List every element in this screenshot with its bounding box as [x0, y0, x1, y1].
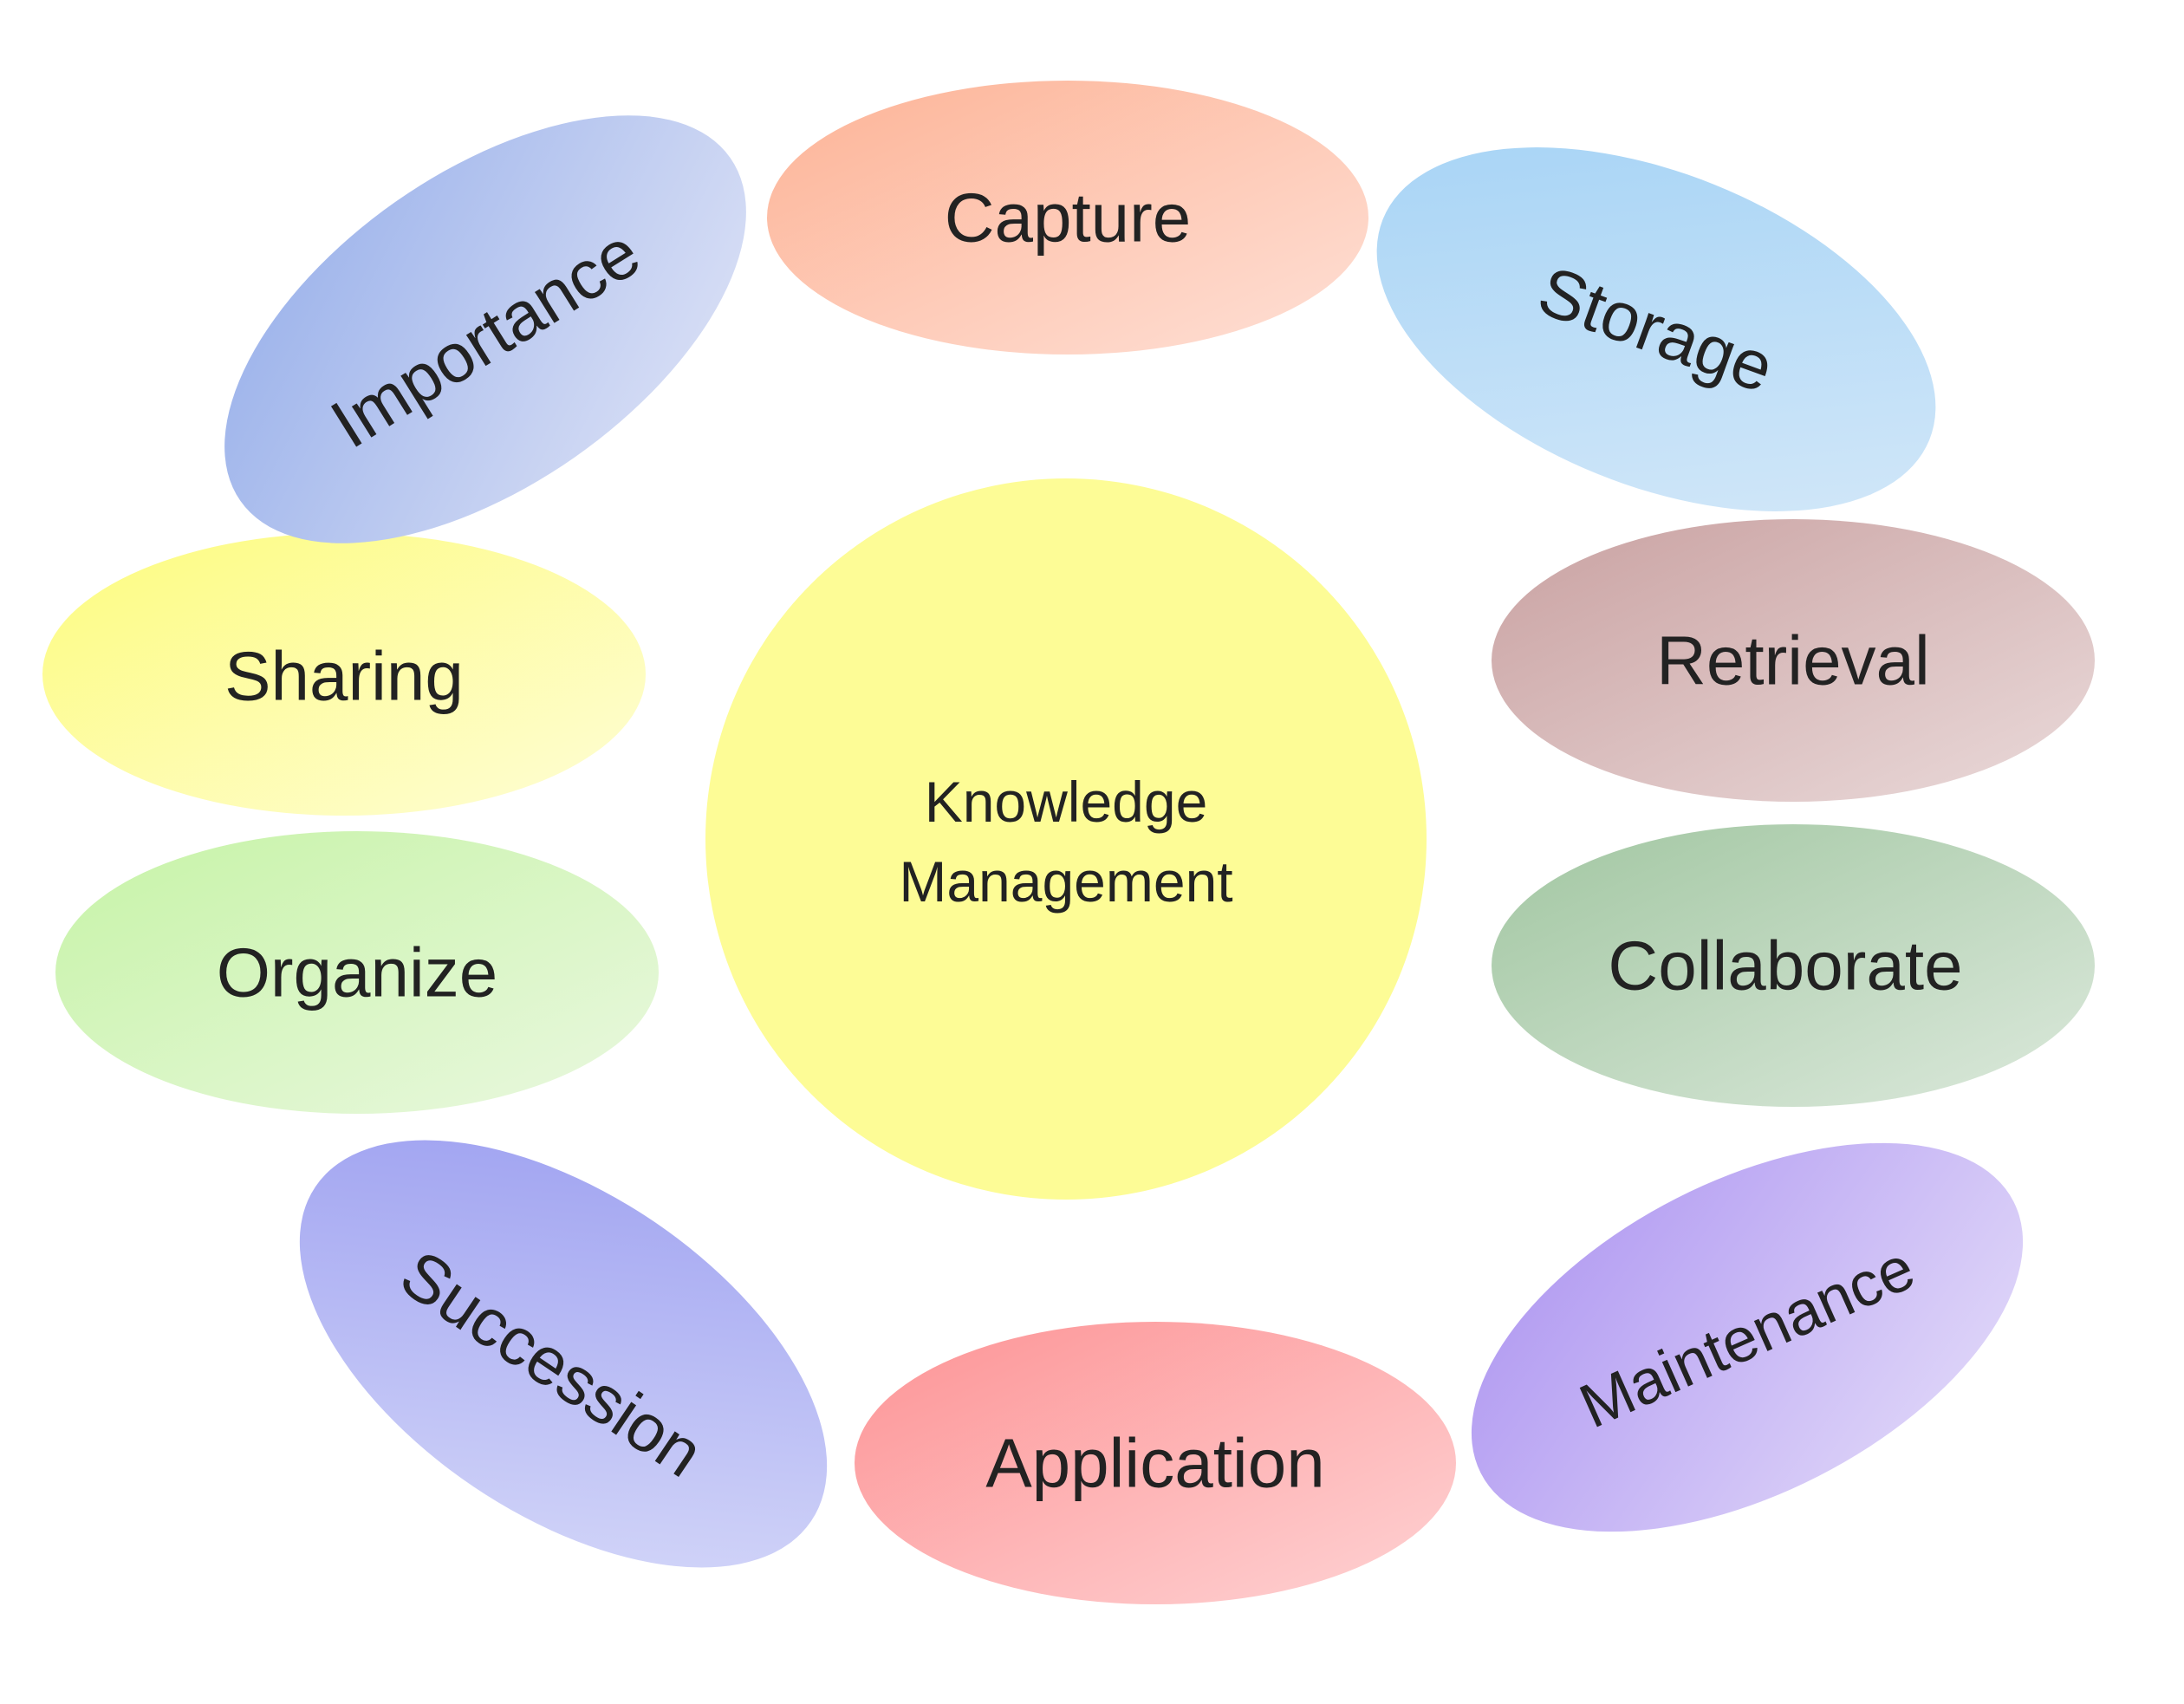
node-retrieval-ellipse [1492, 519, 2095, 802]
node-sharing-label: Sharing [224, 638, 464, 715]
node-organize-label: Organize [217, 934, 498, 1011]
node-sharing-ellipse [42, 533, 646, 816]
node-storage: Storage [1376, 147, 1936, 511]
node-succession-ellipse [299, 1140, 828, 1568]
node-importance: Importance [224, 115, 746, 543]
node-retrieval: Retrieval [1492, 519, 2095, 802]
node-capture-ellipse [767, 81, 1368, 354]
node-succession: Succession [299, 1140, 828, 1568]
node-importance-ellipse [224, 115, 746, 543]
node-storage-ellipse [1376, 147, 1936, 511]
node-capture: Capture [767, 81, 1368, 354]
node-organize-ellipse [55, 831, 659, 1114]
center-node: Knowledge Management [705, 478, 1427, 1200]
node-maintenance: Maintenance [1471, 1142, 2024, 1532]
node-collaborate: Collaborate [1492, 824, 2095, 1107]
center-label-line-1: Knowledge [925, 770, 1208, 834]
node-collaborate-ellipse [1492, 824, 2095, 1107]
node-application-label: Application [985, 1425, 1324, 1502]
node-retrieval-label: Retrieval [1656, 622, 1930, 699]
node-sharing: Sharing [42, 533, 646, 816]
node-collaborate-label: Collaborate [1608, 927, 1962, 1005]
center-circle [705, 478, 1427, 1200]
node-application: Application [855, 1322, 1456, 1604]
center-label-line-2: Management [899, 849, 1232, 914]
node-maintenance-ellipse [1471, 1142, 2024, 1532]
node-organize: Organize [55, 831, 659, 1114]
node-application-ellipse [855, 1322, 1456, 1604]
node-capture-label: Capture [945, 179, 1192, 257]
